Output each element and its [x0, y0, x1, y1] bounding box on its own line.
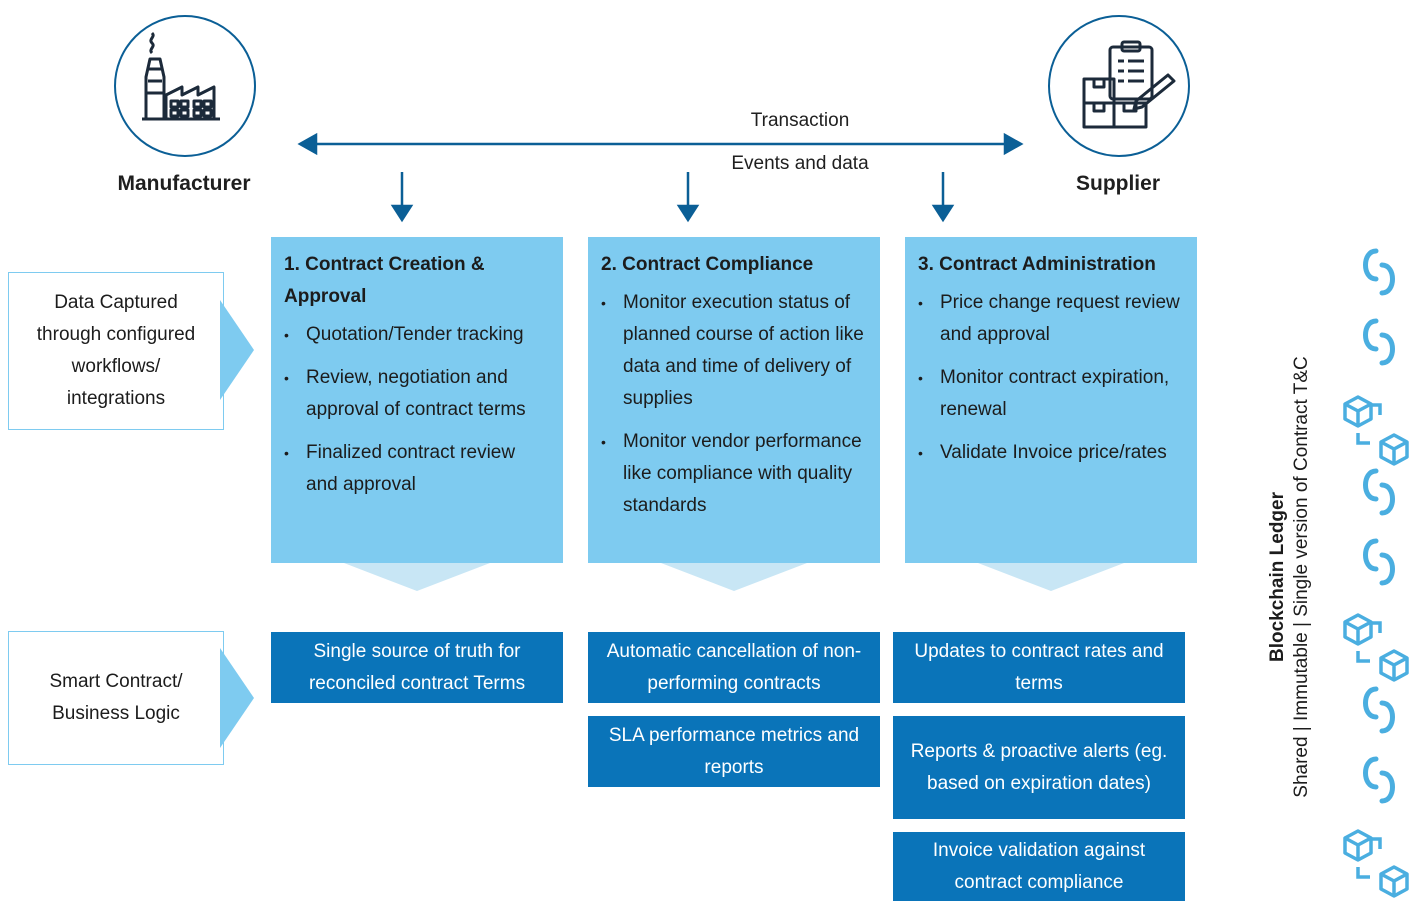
- arrow-left-head: [297, 132, 318, 156]
- smart-contract-arrow: [220, 648, 254, 748]
- outcome-text: Single source of truth for reconciled co…: [308, 640, 526, 694]
- outcome-box: Automatic cancellation of non-performing…: [588, 632, 880, 703]
- cube-icon: [1343, 613, 1373, 646]
- outcome-text: Automatic cancellation of non-performing…: [606, 640, 862, 694]
- list-item: Review, negotiation and approval of cont…: [284, 362, 551, 426]
- outcome-box: Single source of truth for reconciled co…: [271, 632, 563, 703]
- events-label: Events and data: [731, 153, 869, 174]
- outcome-box: SLA performance metrics and reports: [588, 716, 880, 787]
- factory-icon: [142, 31, 220, 121]
- panel-pointer: [978, 563, 1124, 591]
- cube-icon: [1379, 865, 1409, 898]
- panel-pointer: [344, 563, 490, 591]
- panel-title: 2. Contract Compliance: [601, 254, 814, 275]
- list-item: Price change request review and approval: [918, 287, 1185, 351]
- chain-link-icon: [1366, 471, 1393, 583]
- outcome-text: Updates to contract rates and terms: [914, 640, 1164, 694]
- panel-contract-creation: 1. Contract Creation & Approval Quotatio…: [271, 237, 563, 563]
- chain-link-icon: [1366, 251, 1393, 363]
- outcome-box: Reports & proactive alerts (eg. based on…: [893, 716, 1185, 819]
- panel-list: Monitor execution status of planned cour…: [601, 287, 868, 522]
- supplier-circle: [1048, 15, 1190, 157]
- cube-icon: [1379, 649, 1409, 682]
- transaction-label: Transaction: [750, 110, 850, 131]
- panel-contract-compliance: 2. Contract Compliance Monitor execution…: [588, 237, 880, 563]
- list-item: Quotation/Tender tracking: [284, 319, 551, 351]
- panel-list: Price change request review and approval…: [918, 287, 1185, 469]
- supplier-label: Supplier: [1075, 172, 1160, 195]
- outcome-box: Updates to contract rates and terms: [893, 632, 1185, 703]
- outcome-text: Reports & proactive alerts (eg. based on…: [910, 740, 1168, 794]
- data-captured-box: Data Captured through configured workflo…: [8, 272, 224, 430]
- smart-contract-box: Smart Contract/ Business Logic: [8, 631, 224, 765]
- cube-icon: [1343, 395, 1373, 428]
- cube-icon: [1379, 433, 1409, 466]
- arrow-right-head: [1003, 132, 1024, 156]
- data-captured-arrow: [220, 300, 254, 400]
- panel-contract-administration: 3. Contract Administration Price change …: [905, 237, 1197, 563]
- list-item: Monitor execution status of planned cour…: [601, 287, 868, 415]
- list-item: Monitor contract expiration, renewal: [918, 362, 1185, 426]
- list-item: Finalized contract review and approval: [284, 437, 551, 501]
- ledger-title: Blockchain Ledger Shared | Immutable | S…: [1266, 297, 1314, 857]
- blockchain-chain: [1343, 245, 1409, 898]
- panel-title: 3. Contract Administration: [918, 254, 1156, 275]
- data-captured-label: Data Captured through configured workflo…: [36, 292, 196, 409]
- manufacturer-label: Manufacturer: [117, 172, 251, 195]
- ledger-title-text: Blockchain Ledger: [1267, 492, 1288, 662]
- smart-contract-label: Smart Contract/ Business Logic: [49, 671, 183, 724]
- clipboard-boxes-icon: [1082, 40, 1176, 129]
- ledger-subtitle: Shared | Immutable | Single version of C…: [1291, 356, 1312, 798]
- panel-pointer: [661, 563, 807, 591]
- outcome-text: SLA performance metrics and reports: [608, 724, 860, 778]
- cube-icon: [1343, 829, 1373, 862]
- outcome-text: Invoice validation against contract comp…: [932, 839, 1146, 893]
- panel-title: 1. Contract Creation & Approval: [284, 254, 485, 307]
- transaction-arrows: [297, 132, 1024, 223]
- list-item: Validate Invoice price/rates: [918, 437, 1185, 469]
- list-item: Monitor vendor performance like complian…: [601, 426, 868, 522]
- outcome-box: Invoice validation against contract comp…: [893, 832, 1185, 901]
- panel-list: Quotation/Tender tracking Review, negoti…: [284, 319, 551, 501]
- manufacturer-circle: [114, 15, 256, 157]
- chain-link-icon: [1366, 689, 1393, 801]
